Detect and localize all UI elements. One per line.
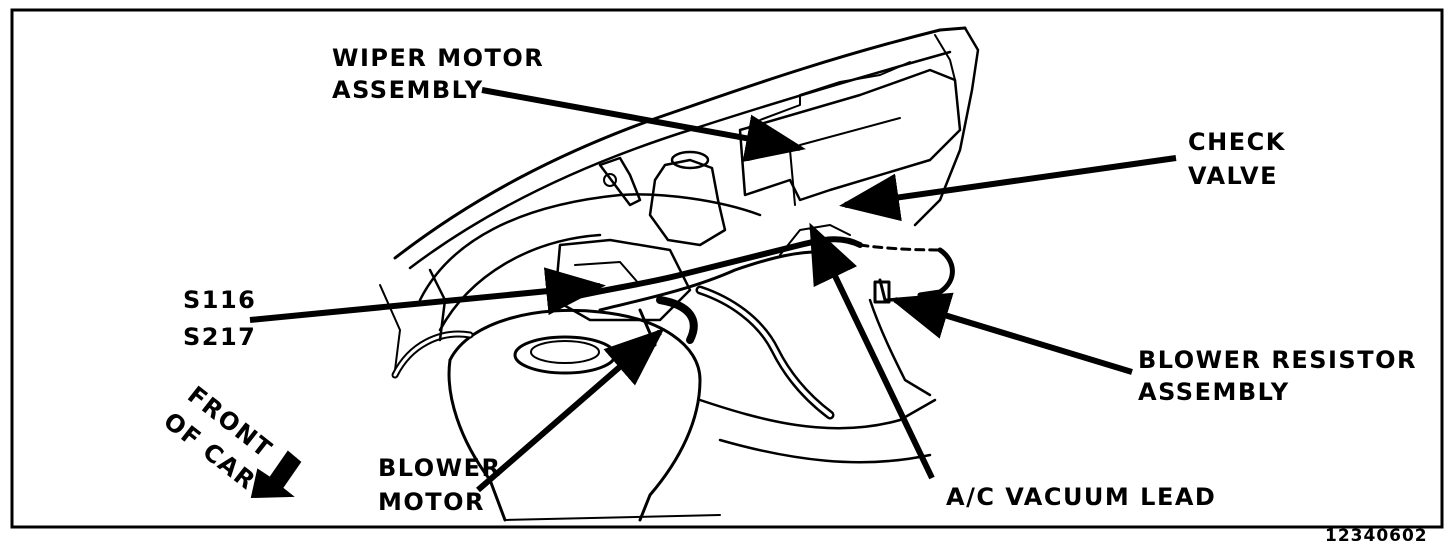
- cowl-outline: [393, 26, 967, 260]
- arrow-ac-vacuum-lead: [809, 222, 935, 480]
- blower-resistor-label-line2: ASSEMBLY: [1138, 378, 1290, 406]
- blower-motor-body: [448, 308, 702, 522]
- blower-motor-label-line1: BLOWER: [378, 454, 501, 482]
- arrow-blower-resistor: [889, 292, 1133, 375]
- arrow-blower-motor: [476, 328, 665, 493]
- blower-motor-label-line2: MOTOR: [378, 488, 485, 516]
- wiper-motor-label-line1: WIPER MOTOR: [332, 44, 544, 72]
- figure-number: 12340602: [1325, 526, 1428, 546]
- splice-s217-label: S217: [183, 323, 256, 351]
- ac-vacuum-lead-label: A/C VACUUM LEAD: [946, 483, 1216, 511]
- figure-border: [10, 8, 1444, 529]
- check-valve-label-line2: VALVE: [1188, 162, 1278, 190]
- blower-resistor-label-line1: BLOWER RESISTOR: [1138, 346, 1417, 374]
- wiper-motor-label-line2: ASSEMBLY: [332, 76, 484, 104]
- blower-resistor: [873, 280, 891, 304]
- splice-s116-label: S116: [183, 286, 256, 314]
- washer-reservoir: [648, 158, 727, 247]
- callout-blower-motor: BLOWER MOTOR: [378, 454, 501, 516]
- leader-arrows: [249, 87, 1177, 493]
- check-valve-label-line1: CHECK: [1188, 128, 1286, 156]
- callout-check-valve: CHECK VALVE: [1188, 128, 1286, 190]
- arrow-splices: [249, 267, 606, 323]
- callout-splices: S116 S217: [183, 286, 256, 351]
- front-of-car-indicator: FRONT OF CAR: [158, 381, 302, 499]
- arrow-check-valve: [839, 155, 1177, 222]
- arrow-wiper-motor: [481, 87, 806, 162]
- blower-motor-cap: [513, 335, 617, 375]
- callout-blower-resistor: BLOWER RESISTOR ASSEMBLY: [1138, 346, 1417, 406]
- wiper-motor-housing: [738, 68, 962, 202]
- callout-wiper-motor: WIPER MOTOR ASSEMBLY: [332, 44, 544, 104]
- front-direction-arrow-icon: [250, 450, 302, 499]
